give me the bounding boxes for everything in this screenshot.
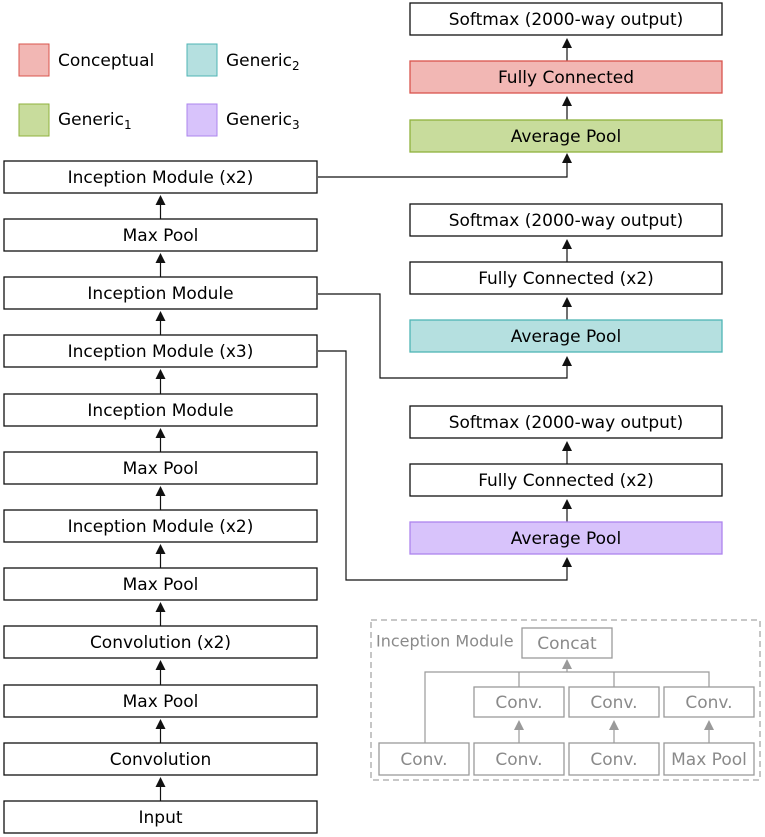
inset-lower-max-pool: Max Pool — [663, 742, 755, 776]
main-layer-10-label: Inception Module — [87, 284, 233, 304]
branch-2-softmax-label: Softmax (2000-way output) — [449, 211, 684, 231]
legend-swatch-generic-3 — [186, 103, 218, 137]
main-layer-9-inception-module-x3: Inception Module (x3) — [3, 334, 318, 368]
legend-label-generic-3-subscript: 3 — [292, 118, 300, 132]
main-layer-3-label: Max Pool — [123, 692, 199, 712]
inset-border — [370, 619, 761, 781]
branch-1-fully-connected-label: Fully Connected — [498, 68, 634, 88]
branch-2-average-pool: Average Pool — [409, 319, 723, 353]
main-layer-1-label: Input — [138, 808, 182, 828]
legend-label-conceptual: Conceptual — [58, 51, 154, 71]
main-layer-2-convolution: Convolution — [3, 742, 318, 776]
branch-3-softmax: Softmax (2000-way output) — [409, 405, 723, 439]
main-layer-9-label: Inception Module (x3) — [68, 342, 254, 362]
main-layer-1-input: Input — [3, 800, 318, 834]
legend-label-generic-1: Generic1 — [58, 110, 132, 132]
main-layer-10-inception-module: Inception Module — [3, 276, 318, 310]
legend-label-generic-1-subscript: 1 — [124, 118, 132, 132]
branch-2-connector — [318, 293, 572, 379]
branch-3-average-pool-label: Average Pool — [511, 529, 621, 549]
branch-2-softmax: Softmax (2000-way output) — [409, 203, 723, 237]
auxiliary-branch-1: Softmax (2000-way output) Fully Connecte… — [409, 2, 723, 153]
legend-label-generic-1-text: Generic — [58, 110, 124, 130]
inset-concat: Concat — [521, 627, 613, 659]
main-layer-2-label: Convolution — [110, 750, 212, 770]
inset-lower-conv-1: Conv. — [378, 742, 470, 776]
branch-3-fully-connected-label: Fully Connected (x2) — [478, 471, 654, 491]
main-layer-4-label: Convolution (x2) — [90, 633, 231, 653]
inset-lower-conv-3-label: Conv. — [590, 750, 637, 770]
inset-lower-conv-2-label: Conv. — [495, 750, 542, 770]
main-layer-12-label: Inception Module (x2) — [68, 168, 254, 188]
branch-3-connector — [318, 350, 572, 581]
legend-label-generic-2-text: Generic — [226, 51, 292, 71]
inset-upper-conv-1: Conv. — [473, 686, 565, 718]
legend-label-generic-3-text: Generic — [226, 110, 292, 130]
inset-lower-conv-1-label: Conv. — [400, 750, 447, 770]
auxiliary-branch-3: Softmax (2000-way output) Fully Connecte… — [409, 405, 723, 555]
branch-2-fully-connected-label: Fully Connected (x2) — [478, 269, 654, 289]
main-layer-6-label: Inception Module (x2) — [68, 517, 254, 537]
inception-module-inset: Inception Module Concat Conv. Conv. Conv… — [370, 619, 761, 781]
branch-2-average-pool-label: Average Pool — [511, 327, 621, 347]
legend-label-generic-3: Generic3 — [226, 110, 300, 132]
inset-upper-conv-1-label: Conv. — [495, 693, 542, 713]
branch-1-average-pool-label: Average Pool — [511, 127, 621, 147]
main-layer-8-label: Inception Module — [87, 401, 233, 421]
inset-lower-conv-2: Conv. — [473, 742, 565, 776]
legend-swatch-generic-1 — [18, 103, 50, 137]
legend-label-generic-2: Generic2 — [226, 51, 300, 73]
legend-swatch-conceptual — [18, 43, 50, 77]
main-layer-8-inception-module: Inception Module — [3, 393, 318, 427]
main-layer-5-max-pool: Max Pool — [3, 567, 318, 601]
inset-upper-conv-3: Conv. — [663, 686, 755, 718]
main-layer-7-label: Max Pool — [123, 459, 199, 479]
branch-1-fully-connected: Fully Connected — [409, 60, 723, 94]
inset-upper-conv-2-label: Conv. — [590, 693, 637, 713]
branch-1-connector — [318, 153, 572, 178]
main-layer-11-max-pool: Max Pool — [3, 218, 318, 252]
branch-connectors — [318, 153, 572, 581]
branch-2-fully-connected: Fully Connected (x2) — [409, 261, 723, 295]
main-layer-5-label: Max Pool — [123, 575, 199, 595]
legend-item-generic-3: Generic3 — [186, 103, 300, 137]
inset-lower-conv-3: Conv. — [568, 742, 660, 776]
legend-item-conceptual: Conceptual — [18, 43, 154, 77]
inset-upper-conv-3-label: Conv. — [685, 693, 732, 713]
legend-item-generic-2: Generic2 — [186, 43, 300, 77]
auxiliary-branch-2: Softmax (2000-way output) Fully Connecte… — [409, 203, 723, 353]
main-layer-7-max-pool: Max Pool — [3, 451, 318, 485]
main-layer-6-inception-module-x2: Inception Module (x2) — [3, 509, 318, 543]
branch-3-fully-connected: Fully Connected (x2) — [409, 463, 723, 497]
branch-3-average-pool: Average Pool — [409, 521, 723, 555]
inset-concat-label: Concat — [537, 634, 597, 654]
inset-lower-max-pool-label: Max Pool — [671, 750, 747, 770]
branch-1-average-pool: Average Pool — [409, 119, 723, 153]
branch-1-softmax: Softmax (2000-way output) — [409, 2, 723, 36]
main-layer-4-convolution-x2: Convolution (x2) — [3, 625, 318, 659]
main-layer-11-label: Max Pool — [123, 226, 199, 246]
legend-label-generic-2-subscript: 2 — [292, 59, 300, 73]
legend-item-generic-1: Generic1 — [18, 103, 132, 137]
inset-upper-conv-2: Conv. — [568, 686, 660, 718]
legend: Conceptual Generic2 Generic1 Generic3 — [18, 43, 300, 137]
branch-1-softmax-label: Softmax (2000-way output) — [449, 10, 684, 30]
legend-swatch-generic-2 — [186, 43, 218, 77]
main-layer-3-max-pool: Max Pool — [3, 684, 318, 718]
inset-title: Inception Module — [376, 632, 514, 651]
branch-3-softmax-label: Softmax (2000-way output) — [449, 413, 684, 433]
main-layer-12-inception-module-x2: Inception Module (x2) — [3, 160, 318, 194]
